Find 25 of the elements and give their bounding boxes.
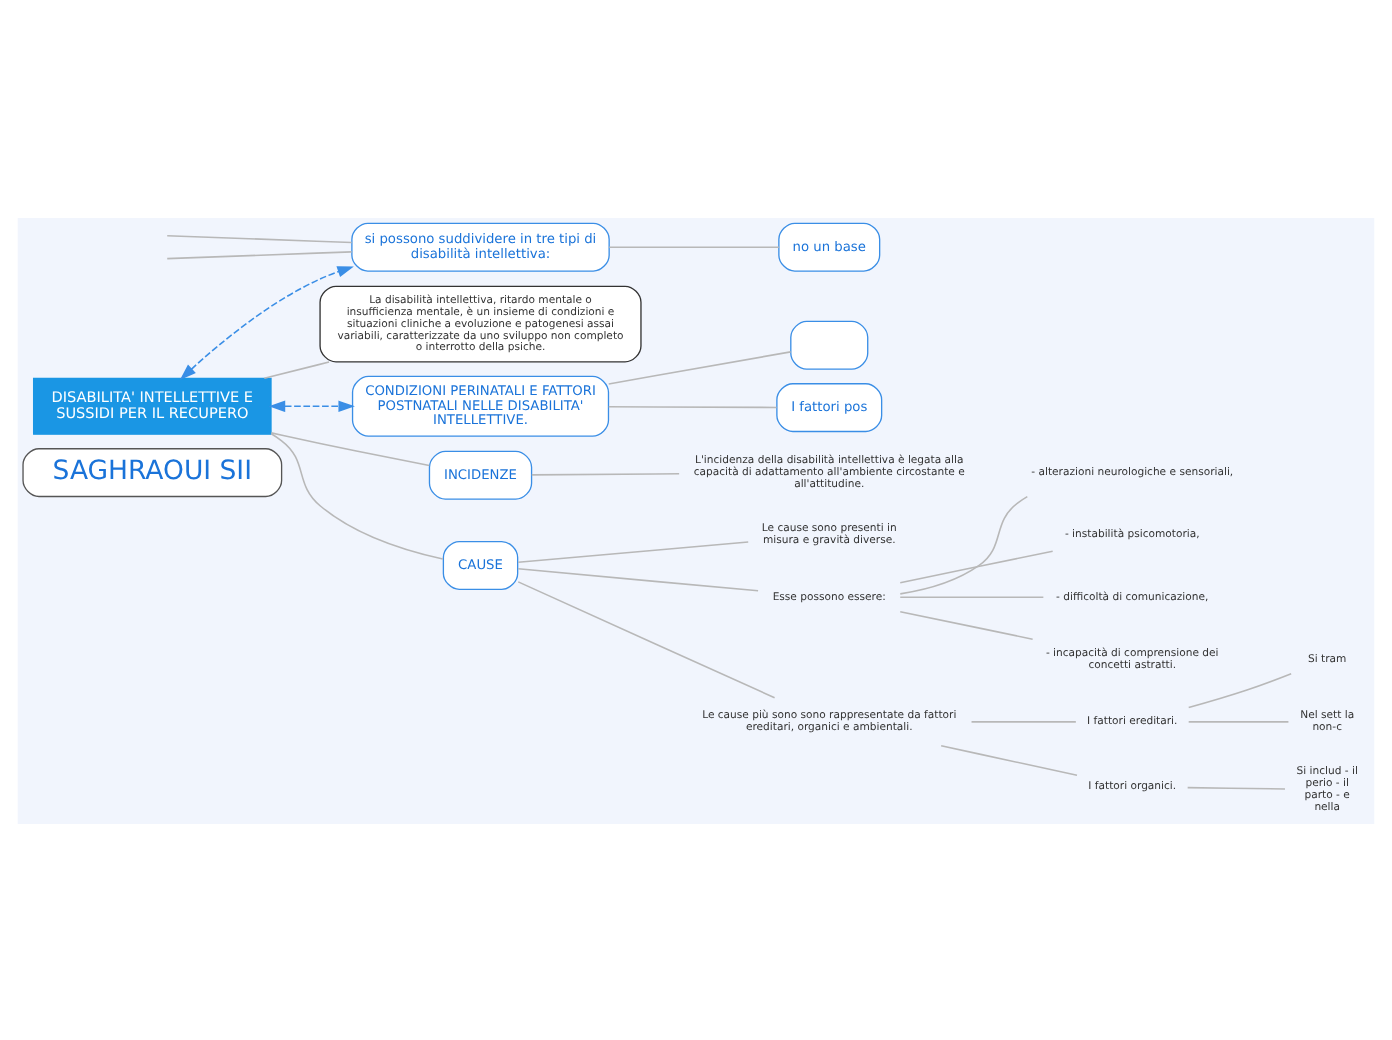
- connector: [1187, 720, 1290, 722]
- connector: [517, 540, 749, 562]
- connector: [1187, 672, 1292, 708]
- connector: [899, 549, 1054, 583]
- connector: [607, 350, 792, 384]
- connector: [166, 233, 353, 243]
- connector: [270, 431, 431, 466]
- connector: [607, 405, 778, 408]
- arrow: [268, 399, 355, 412]
- connector: [608, 245, 780, 247]
- connector: [940, 744, 1078, 775]
- connector: [531, 471, 680, 475]
- connector: [970, 720, 1077, 722]
- connector: [263, 360, 330, 379]
- connector: [517, 580, 776, 698]
- node-box: [790, 319, 869, 369]
- connector: [1186, 785, 1286, 789]
- connector: [899, 609, 1034, 639]
- connector: [270, 432, 444, 559]
- connector: [517, 566, 759, 591]
- arrow: [179, 265, 354, 379]
- connector: [166, 250, 353, 259]
- connector: [899, 494, 1029, 594]
- node-box: SAGHRAOUI SII: [22, 447, 283, 497]
- connector: [899, 595, 1045, 598]
